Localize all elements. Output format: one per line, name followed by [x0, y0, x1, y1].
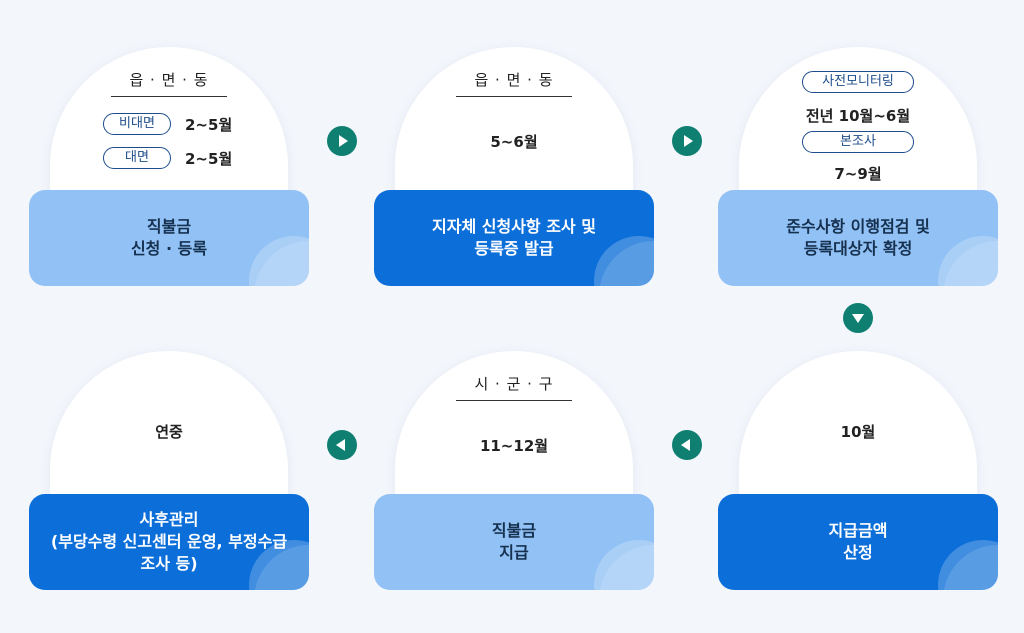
step-period: 연중	[155, 423, 183, 441]
step-label: 사후관리 (부당수령 신고센터 운영, 부정수급 조사 등)	[50, 510, 288, 573]
step-period: 7~9월	[834, 165, 882, 183]
step-header: 읍 · 면 · 동	[374, 69, 654, 97]
main-survey-pill: 본조사	[802, 131, 914, 153]
step-card: 준수사항 이행점검 및 등록대상자 확정	[718, 190, 998, 286]
step-label: 지자체 신청사항 조사 및 등록증 발급	[432, 217, 596, 258]
step-application-registration: 읍 · 면 · 동 비대면 2~5월 대면 2~5월 직불금 신청 · 등록	[29, 47, 309, 297]
step-local-survey: 읍 · 면 · 동 5~6월 지자체 신청사항 조사 및 등록증 발급	[374, 47, 654, 297]
arrow-down-icon	[843, 303, 873, 333]
arrow-left-icon	[672, 430, 702, 460]
pill-row: 사전모니터링	[718, 71, 998, 93]
non-face-to-face-pill: 비대면	[103, 113, 171, 135]
arrow-left-icon	[327, 430, 357, 460]
step-header: 읍 · 면 · 동	[29, 69, 309, 97]
step-post-management: 연중 사후관리 (부당수령 신고센터 운영, 부정수급 조사 등)	[29, 351, 309, 601]
step-payment: 시 · 군 · 구 11~12월 직불금 지급	[374, 351, 654, 601]
step-period: 전년 10월~6월	[805, 107, 911, 125]
step-label: 준수사항 이행점검 및 등록대상자 확정	[786, 217, 930, 258]
step-period: 5~6월	[490, 133, 538, 151]
step-label: 직불금 지급	[491, 521, 537, 562]
step-card: 직불금 지급	[374, 494, 654, 590]
step-period: 10월	[840, 423, 876, 441]
period-row: 대면 2~5월	[29, 147, 309, 169]
step-label: 직불금 신청 · 등록	[130, 217, 208, 258]
arrow-right-icon	[327, 126, 357, 156]
step-period: 11~12월	[479, 437, 549, 455]
step-compliance-check: 사전모니터링 전년 10월~6월 본조사 7~9월 준수사항 이행점검 및 등록…	[718, 47, 998, 297]
pill-row: 본조사	[718, 131, 998, 153]
step-amount-calculation: 10월 지급금액 산정	[718, 351, 998, 601]
period-value: 2~5월	[185, 149, 233, 168]
step-label: 지급금액 산정	[828, 521, 888, 562]
period-row: 비대면 2~5월	[29, 113, 309, 135]
arrow-right-icon	[672, 126, 702, 156]
step-card: 지급금액 산정	[718, 494, 998, 590]
step-card: 직불금 신청 · 등록	[29, 190, 309, 286]
step-card: 사후관리 (부당수령 신고센터 운영, 부정수급 조사 등)	[29, 494, 309, 590]
step-header: 시 · 군 · 구	[374, 373, 654, 401]
face-to-face-pill: 대면	[103, 147, 171, 169]
step-card: 지자체 신청사항 조사 및 등록증 발급	[374, 190, 654, 286]
period-value: 2~5월	[185, 115, 233, 134]
pre-monitoring-pill: 사전모니터링	[802, 71, 914, 93]
